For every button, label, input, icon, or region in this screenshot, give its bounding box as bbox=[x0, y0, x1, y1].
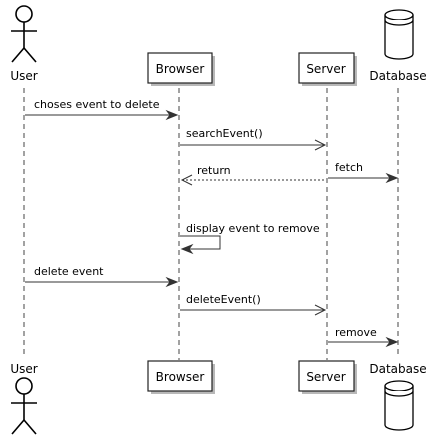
browser-box-bottom: Browser bbox=[147, 360, 215, 394]
database-icon bbox=[384, 380, 414, 431]
message-label: return bbox=[197, 164, 231, 177]
server-box-bottom: Server bbox=[298, 360, 357, 394]
message-label: deleteEvent() bbox=[186, 293, 261, 306]
database-label-bottom: Database bbox=[369, 362, 426, 376]
message-remove: remove bbox=[328, 326, 399, 348]
database-top: Database bbox=[369, 9, 427, 83]
user-actor-top: User bbox=[10, 5, 38, 83]
user-label-bottom: User bbox=[10, 362, 37, 376]
message-search-event: searchEvent() bbox=[180, 127, 327, 151]
message-label: searchEvent() bbox=[186, 127, 263, 140]
user-actor-icon bbox=[11, 377, 37, 435]
server-label-top: Server bbox=[306, 62, 345, 76]
message-choses-event: choses event to delete bbox=[25, 98, 179, 121]
user-actor-bottom: User bbox=[10, 362, 38, 435]
database-bottom: Database bbox=[369, 362, 427, 431]
message-display-event: display event to remove bbox=[180, 222, 320, 255]
message-return: return bbox=[180, 164, 326, 186]
server-box-top: Server bbox=[298, 52, 357, 86]
message-label: delete event bbox=[34, 265, 104, 278]
message-label: remove bbox=[335, 326, 377, 339]
browser-box-top: Browser bbox=[147, 52, 215, 86]
user-label-top: User bbox=[10, 69, 37, 83]
user-actor-icon bbox=[11, 5, 37, 63]
message-fetch: fetch bbox=[328, 161, 399, 184]
browser-label-bottom: Browser bbox=[156, 370, 205, 384]
message-delete-event-call: deleteEvent() bbox=[180, 293, 327, 316]
database-icon bbox=[384, 9, 414, 60]
message-delete-event: delete event bbox=[25, 265, 179, 288]
message-label: fetch bbox=[335, 161, 363, 174]
message-label: choses event to delete bbox=[34, 98, 160, 111]
server-label-bottom: Server bbox=[306, 370, 345, 384]
browser-label-top: Browser bbox=[156, 62, 205, 76]
message-label: display event to remove bbox=[186, 222, 320, 235]
database-label-top: Database bbox=[369, 69, 426, 83]
